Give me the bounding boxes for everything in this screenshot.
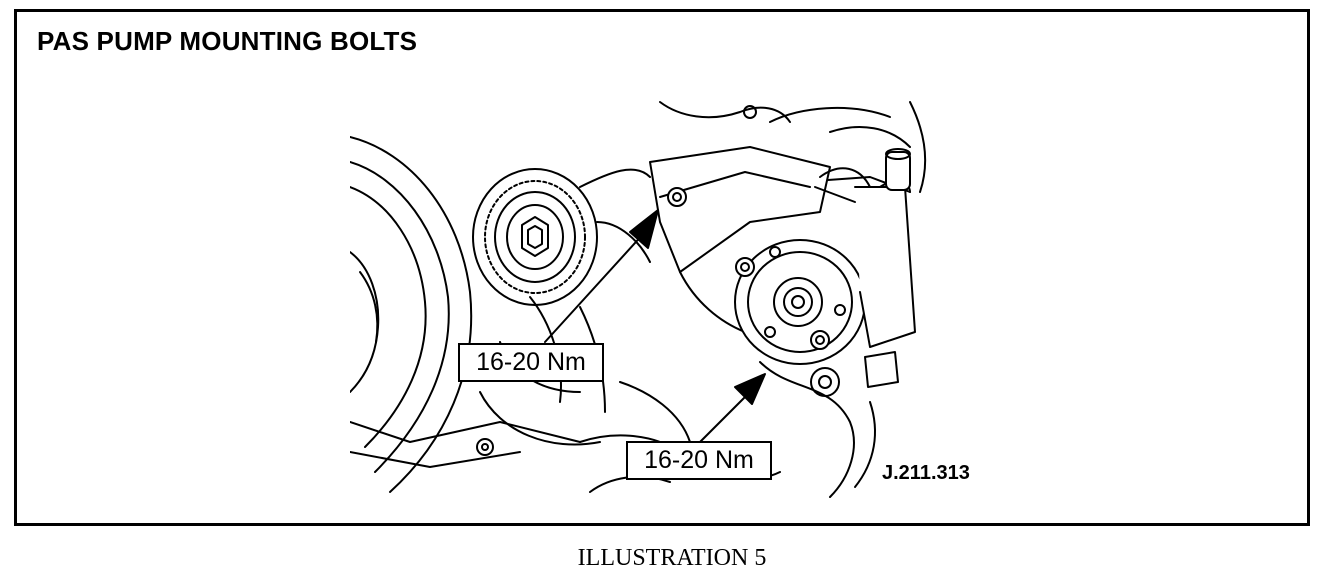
figure-reference-number: J.211.313 (882, 462, 970, 484)
tensioner-pulley-icon (472, 168, 651, 306)
torque-callout-lower: 16-20 Nm (626, 441, 772, 480)
illustration-caption: ILLUSTRATION 5 (577, 545, 767, 571)
illustration-frame: PAS PUMP MOUNTING BOLTS (14, 9, 1310, 526)
arrow-pointer-icon (544, 209, 659, 343)
pump-bracket (649, 146, 831, 333)
pas-pump-icon (734, 148, 916, 388)
torque-callout-upper: 16-20 Nm (458, 343, 604, 382)
engine-background-lines (350, 136, 601, 493)
arrow-pointer-icon (699, 373, 766, 443)
pas-pump-line-drawing (350, 101, 927, 498)
figure-title: PAS PUMP MOUNTING BOLTS (37, 26, 418, 56)
